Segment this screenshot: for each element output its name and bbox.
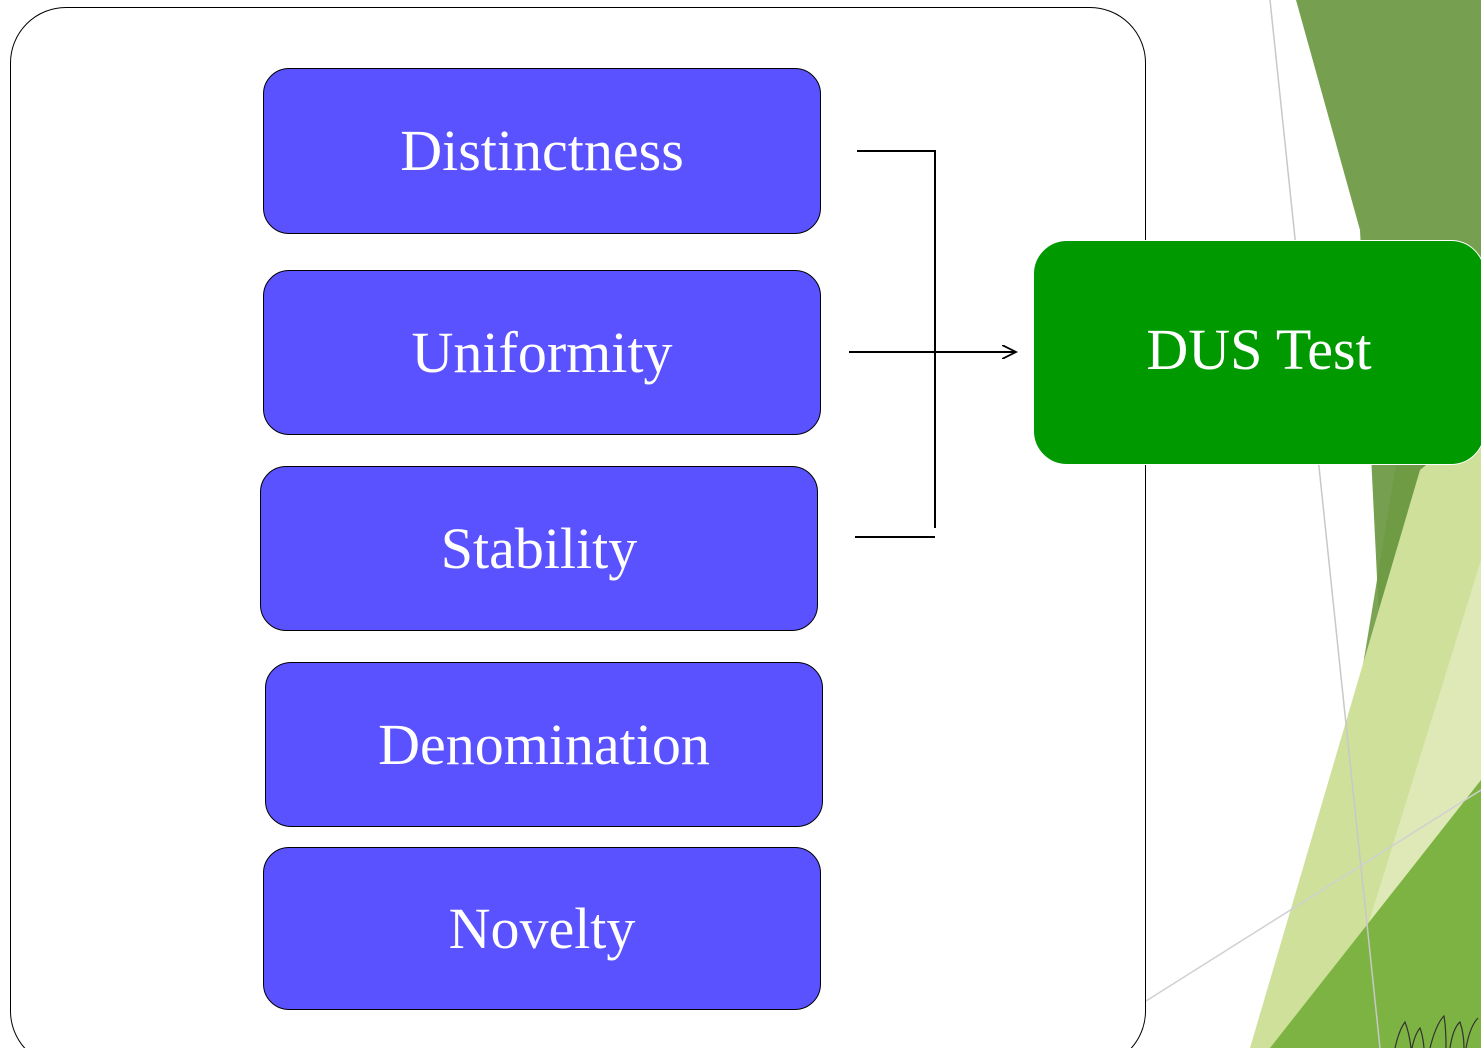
- decor-line-2: [1099, 789, 1481, 1031]
- result-dus-test: DUS Test: [1033, 240, 1481, 465]
- criterion-stability: Stability: [260, 466, 818, 631]
- criterion-label: Novelty: [448, 895, 636, 961]
- result-label: DUS Test: [1146, 316, 1372, 382]
- bright-green-facet: [1270, 780, 1481, 1048]
- criterion-denomination: Denomination: [265, 662, 823, 827]
- criterion-label: Denomination: [378, 711, 710, 777]
- criterion-label: Uniformity: [411, 319, 673, 385]
- criterion-novelty: Novelty: [263, 847, 821, 1010]
- criterion-distinctness: Distinctness: [263, 68, 821, 234]
- criterion-uniformity: Uniformity: [263, 270, 821, 435]
- criterion-label: Distinctness: [400, 118, 684, 183]
- criterion-label: Stability: [440, 515, 638, 581]
- plant-sketch: [1394, 1014, 1479, 1048]
- decor-line-1: [1269, 0, 1381, 1048]
